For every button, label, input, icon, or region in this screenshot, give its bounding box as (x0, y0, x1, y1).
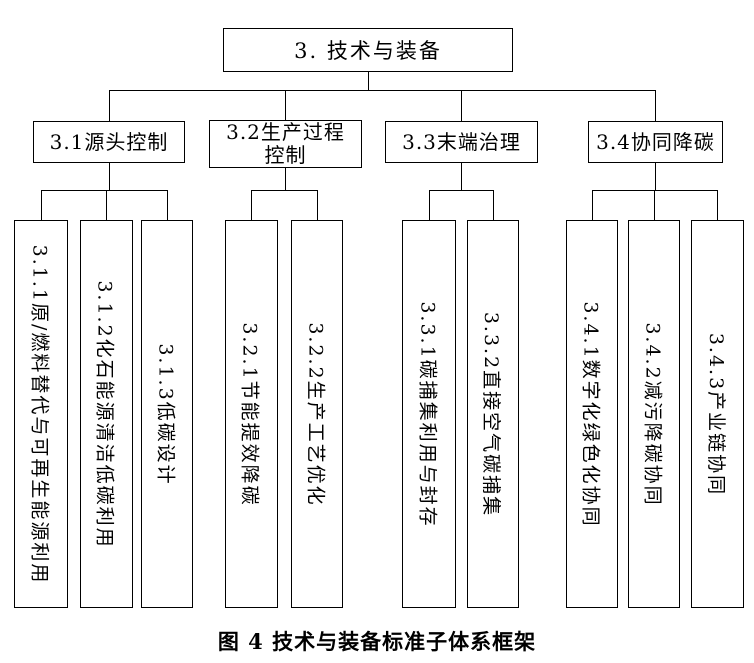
connector-drop-leaf-321 (251, 190, 252, 220)
connector-drop-leaf-341 (592, 190, 593, 220)
connector-branch2-stub (285, 168, 286, 190)
connector-branch1-stub (109, 163, 110, 190)
connector-drop-branch-4 (655, 90, 656, 121)
leaf-label-3-2-1: 3.2.1节能提效降碳 (239, 321, 262, 507)
leaf-label-3-4-1: 3.4.1数字化绿色化协同 (579, 300, 602, 528)
node-root-label: 3. 技术与装备 (294, 39, 442, 63)
leaf-node-3-3-2: 3.3.2直接空气碳捕集 (467, 220, 519, 608)
node-synergy-carbon-reduction: 3.4协同降碳 (588, 121, 723, 163)
connector-drop-leaf-342 (654, 190, 655, 220)
connector-drop-leaf-313 (167, 190, 168, 220)
node-synergy-carbon-reduction-label: 3.4协同降碳 (596, 129, 715, 154)
connector-branch3-bus (429, 190, 493, 191)
node-root: 3. 技术与装备 (223, 28, 513, 72)
connector-drop-leaf-343 (717, 190, 718, 220)
leaf-label-3-3-1: 3.3.1碳捕集利用与封存 (416, 300, 439, 528)
leaf-node-3-1-2: 3.1.2化石能源清洁低碳利用 (80, 220, 133, 608)
leaf-label-3-1-1: 3.1.1原/燃料替代与可再生能源利用 (28, 244, 51, 584)
node-production-process-control: 3.2生产过程 控制 (209, 120, 362, 168)
leaf-node-3-4-1: 3.4.1数字化绿色化协同 (566, 220, 618, 608)
leaf-label-3-2-2: 3.2.2生产工艺优化 (304, 321, 327, 507)
connector-branch2-bus (251, 190, 317, 191)
figure-caption: 图 4 技术与装备标准子体系框架 (217, 629, 537, 654)
leaf-node-3-2-1: 3.2.1节能提效降碳 (225, 220, 278, 608)
leaf-node-3-4-3: 3.4.3产业链协同 (691, 220, 744, 608)
connector-drop-branch-3 (461, 90, 462, 121)
node-source-control: 3.1源头控制 (33, 121, 185, 163)
connector-root-stub (368, 72, 369, 90)
leaf-label-3-1-2: 3.1.2化石能源清洁低碳利用 (94, 279, 117, 549)
node-end-treatment: 3.3末端治理 (385, 121, 538, 163)
connector-drop-branch-2 (285, 90, 286, 120)
connector-drop-branch-1 (109, 90, 110, 121)
node-production-process-control-label: 3.2生产过程 控制 (226, 120, 345, 167)
connector-drop-leaf-332 (493, 190, 494, 220)
leaf-node-3-2-2: 3.2.2生产工艺优化 (291, 220, 343, 608)
leaf-label-3-4-3: 3.4.3产业链协同 (705, 332, 728, 496)
leaf-node-3-4-2: 3.4.2减污降碳协同 (628, 220, 680, 608)
connector-branch1-bus (41, 190, 168, 191)
connector-drop-leaf-311 (41, 190, 42, 220)
leaf-node-3-3-1: 3.3.1碳捕集利用与封存 (402, 220, 456, 608)
leaf-node-3-1-3: 3.1.3低碳设计 (141, 220, 193, 608)
connector-drop-leaf-312 (106, 190, 107, 220)
leaf-label-3-1-3: 3.1.3低碳设计 (154, 342, 177, 486)
leaf-label-3-3-2: 3.3.2直接空气碳捕集 (480, 311, 503, 517)
connector-drop-leaf-331 (429, 190, 430, 220)
connector-branch4-stub (655, 163, 656, 190)
node-source-control-label: 3.1源头控制 (49, 129, 169, 154)
leaf-label-3-4-2: 3.4.2减污降碳协同 (641, 321, 664, 507)
connector-branch3-stub (461, 163, 462, 190)
leaf-node-3-1-1: 3.1.1原/燃料替代与可再生能源利用 (14, 220, 68, 608)
node-end-treatment-label: 3.3末端治理 (402, 129, 521, 154)
connector-level1-bus (109, 90, 656, 91)
connector-drop-leaf-322 (317, 190, 318, 220)
